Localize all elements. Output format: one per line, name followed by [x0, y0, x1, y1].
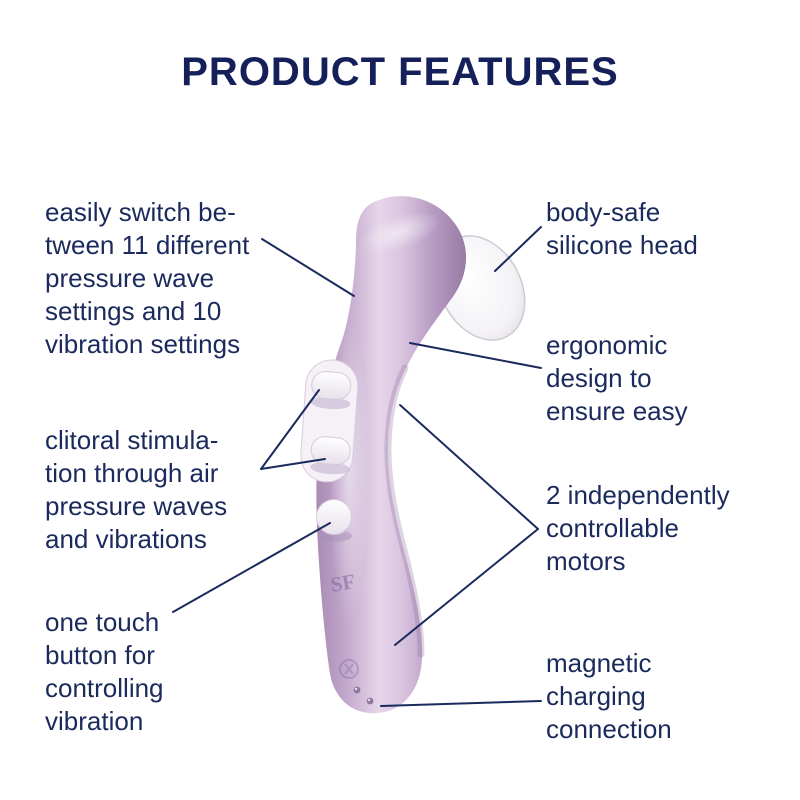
- label-ergonomic-design: ergonomic design to ensure easy: [546, 330, 688, 426]
- label-magnetic-charging: magnetic charging connection: [546, 648, 672, 744]
- annotation-lines: [172, 226, 542, 707]
- annotation-line-pressure-settings: [261, 238, 355, 297]
- label-body-safe-head: body-safe silicone head: [546, 197, 698, 260]
- annotation-line-one-touch: [172, 522, 331, 613]
- annotation-line-body-safe: [494, 226, 542, 272]
- annotation-line-motors-lower: [394, 528, 539, 646]
- brand-logo: SF: [329, 569, 357, 597]
- control-panel: [300, 359, 359, 483]
- annotation-line-magnetic-charging: [380, 700, 542, 707]
- certification-emblem: [339, 659, 359, 679]
- annotation-line-motors-upper: [399, 404, 539, 530]
- annotation-line-ergonomic: [409, 342, 542, 369]
- label-independent-motors: 2 independently controllable motors: [546, 480, 730, 576]
- wave-down-button: [310, 436, 351, 466]
- charging-contacts: [353, 686, 374, 705]
- annotation-line-clitoral-top: [260, 389, 320, 470]
- label-one-touch-button: one touch button for controlling vibrati…: [45, 607, 164, 736]
- label-pressure-wave-settings: easily switch be- tween 11 different pre…: [45, 197, 250, 359]
- annotation-line-clitoral-bottom: [260, 458, 326, 470]
- label-clitoral-stimulation: clitoral stimula- tion through air press…: [45, 425, 228, 554]
- vibration-button: [316, 499, 352, 542]
- page-title: PRODUCT FEATURES: [181, 50, 619, 94]
- wave-up-button: [311, 371, 352, 400]
